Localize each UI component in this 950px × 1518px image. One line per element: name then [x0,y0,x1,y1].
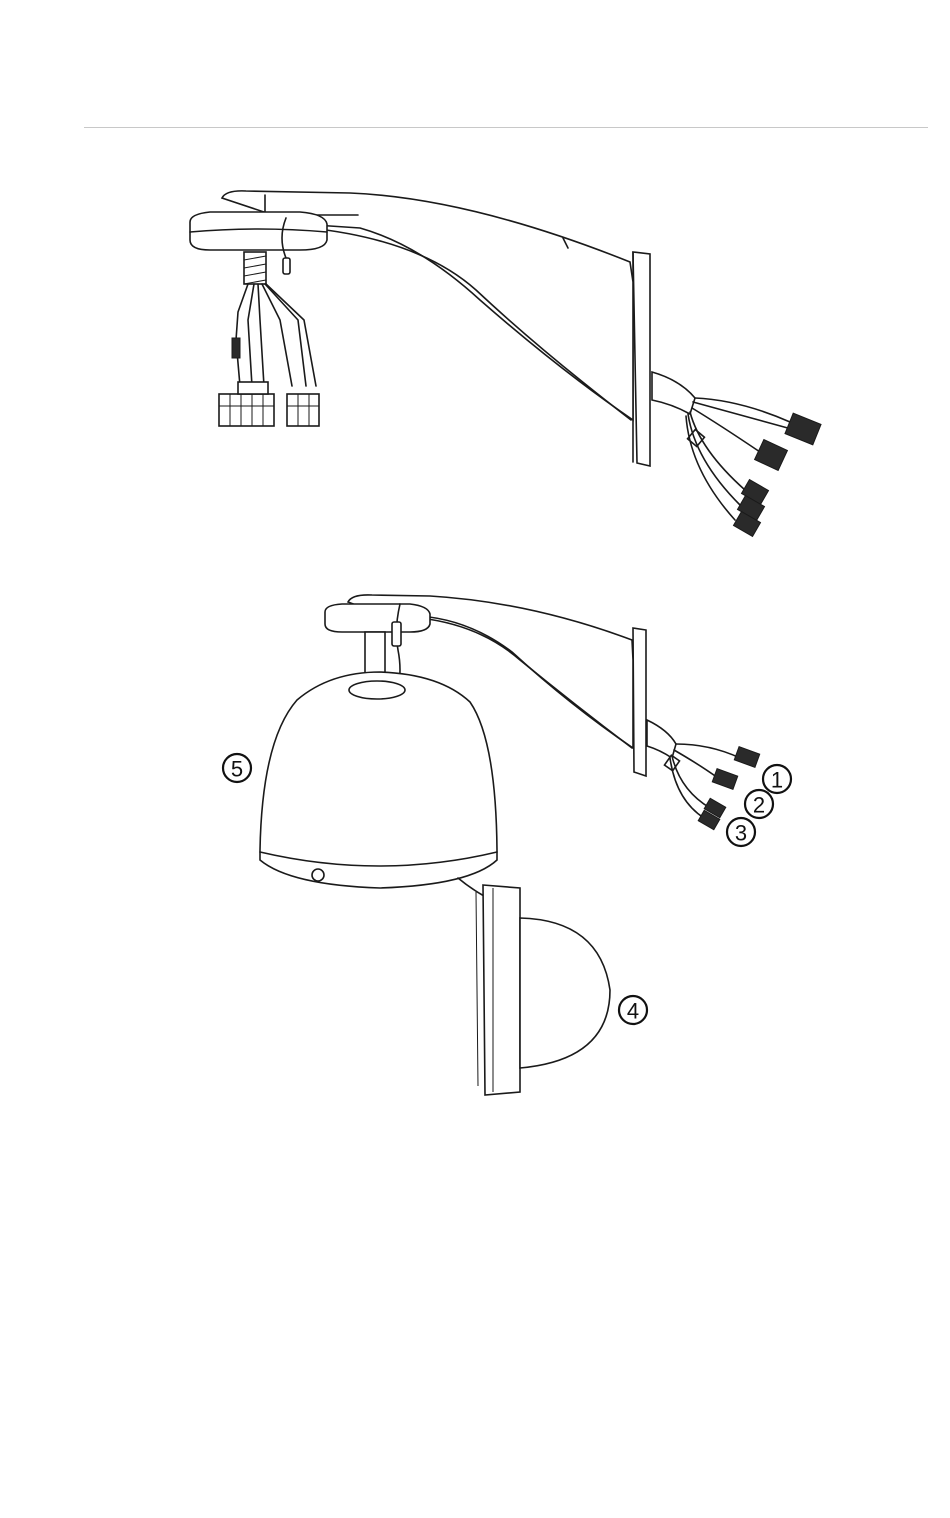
callout-3-label: 3 [735,821,747,846]
callout-1-label: 1 [771,768,783,793]
callout-1: 1 [763,765,791,793]
figure-wall-mount-wiring [190,191,821,537]
callout-5-label: 5 [231,757,243,782]
callout-3: 3 [727,818,755,846]
callout-5: 5 [223,754,251,782]
callout-2: 2 [745,790,773,818]
callout-4-label: 4 [627,999,639,1024]
callout-2-label: 2 [753,793,765,818]
figure-dome-assembly [260,595,760,1095]
callout-4: 4 [619,996,647,1024]
